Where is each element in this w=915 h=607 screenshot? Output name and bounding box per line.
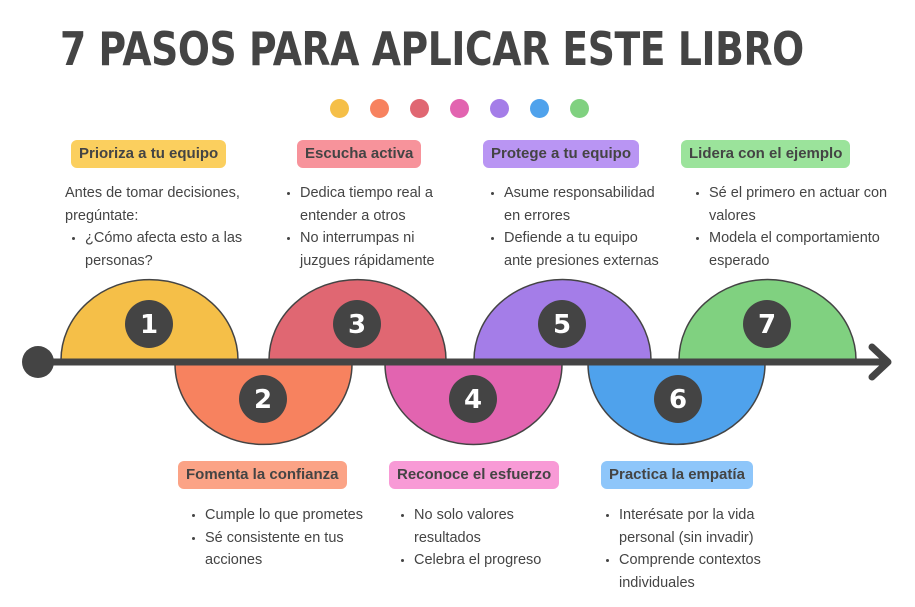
step-2-body: Cumple lo que prometes Sé consistente en… xyxy=(185,504,365,572)
step-4-title: Reconoce el esfuerzo xyxy=(389,461,560,489)
step-number-badges: 1 2 3 4 5 6 7 xyxy=(125,300,791,423)
step-1-number: 1 xyxy=(140,310,158,340)
step-4-number: 4 xyxy=(464,385,482,415)
step-7-title: Lidera con el ejemplo xyxy=(681,140,851,168)
step-5-body: Asume responsabilidad en errores Defiend… xyxy=(484,182,664,272)
step-2-number: 2 xyxy=(254,385,272,415)
step-6-title: Practica la empatía xyxy=(601,461,753,489)
step-4-bullet: Celebra el progreso xyxy=(414,549,574,572)
step-4-bullet: No solo valores resultados xyxy=(414,504,574,549)
step-6-body: Interésate por la vida personal (sin inv… xyxy=(599,504,789,594)
step-1-body: Antes de tomar decisiones, pregúntate: ¿… xyxy=(65,182,245,272)
step-2-bullet: Cumple lo que prometes xyxy=(205,504,365,527)
step-6-bullet: Comprende contextos individuales xyxy=(619,549,789,594)
step-2-title: Fomenta la confianza xyxy=(178,461,347,489)
step-3-bullet: No interrumpas ni juzgues rápidamente xyxy=(300,227,460,272)
color-dot xyxy=(490,99,509,118)
step-1-bullet: ¿Cómo afecta esto a las personas? xyxy=(85,227,245,272)
step-7-body: Sé el primero en actuar con valores Mode… xyxy=(689,182,889,272)
step-5-number: 5 xyxy=(553,310,571,340)
step-7-bullet: Sé el primero en actuar con valores xyxy=(709,182,889,227)
step-3-number: 3 xyxy=(348,310,366,340)
arrow-head-icon xyxy=(868,343,892,381)
page-title: 7 PASOS PARA APLICAR ESTE LIBRO xyxy=(60,22,804,76)
step-7-number: 7 xyxy=(758,310,776,340)
step-3-title: Escucha activa xyxy=(297,140,422,168)
step-1-intro: Antes de tomar decisiones, pregúntate: xyxy=(65,185,240,224)
color-dot xyxy=(450,99,469,118)
step-5-bullet: Asume responsabilidad en errores xyxy=(504,182,664,227)
timeline-start-dot xyxy=(22,346,54,378)
step-2-bullet: Sé consistente en tus acciones xyxy=(205,527,365,572)
color-dot xyxy=(570,99,589,118)
step-7-bullet: Modela el comportamiento esperado xyxy=(709,227,889,272)
color-dot xyxy=(410,99,429,118)
step-4-body: No solo valores resultados Celebra el pr… xyxy=(394,504,574,572)
color-dot xyxy=(530,99,549,118)
step-1-title: Prioriza a tu equipo xyxy=(71,140,227,168)
step-3-bullet: Dedica tiempo real a entender a otros xyxy=(300,182,460,227)
step-5-bullet: Defiende a tu equipo ante presiones exte… xyxy=(504,227,664,272)
color-dot xyxy=(370,99,389,118)
step-3-body: Dedica tiempo real a entender a otros No… xyxy=(280,182,460,272)
color-dots xyxy=(330,99,589,118)
step-6-bullet: Interésate por la vida personal (sin inv… xyxy=(619,504,789,549)
color-dot xyxy=(330,99,349,118)
step-5-title: Protege a tu equipo xyxy=(483,140,640,168)
step-6-number: 6 xyxy=(669,385,687,415)
